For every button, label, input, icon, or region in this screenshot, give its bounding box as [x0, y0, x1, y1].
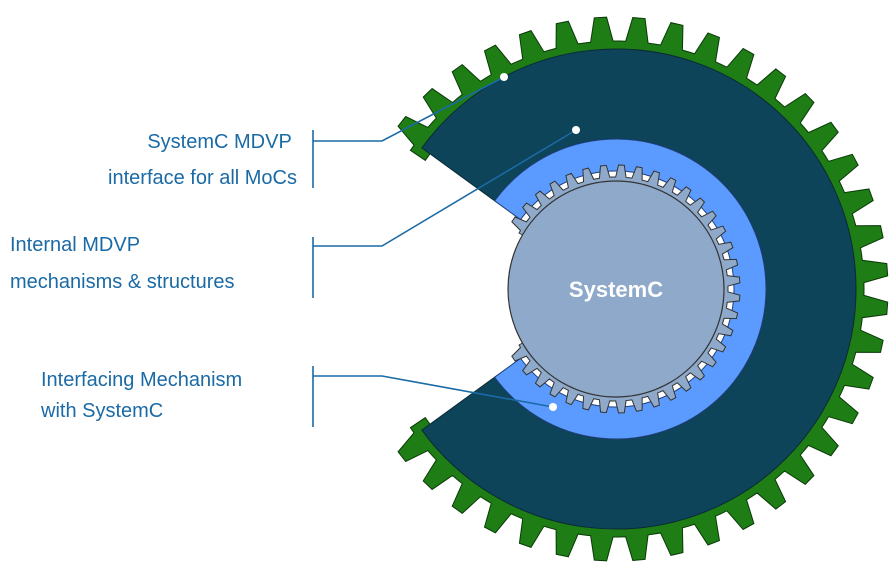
systemc-core-label: SystemC	[569, 277, 663, 302]
systemc-core	[507, 180, 725, 398]
callout-label-line: with SystemC	[40, 400, 163, 422]
callout-mdvp-interface: SystemC MDVP interface for all MoCs	[108, 73, 508, 189]
svg-text:Interfacing Mechanism wi: Interfacing Mechanism with SystemC	[40, 369, 248, 422]
callout-internal-mechanisms: Internal MDVP mechanisms & structures	[10, 126, 580, 298]
svg-text:Internal MDVP mechanisms: Internal MDVP mechanisms & structures	[10, 234, 235, 293]
callout-label-line: SystemC MDVP	[147, 131, 291, 153]
callout-interfacing-mechanism: Interfacing Mechanism with SystemC	[40, 366, 557, 427]
svg-text:SystemC MDVP interface f: SystemC MDVP interface for all MoCs	[108, 131, 297, 189]
callout-label-line: interface for all MoCs	[108, 167, 297, 189]
callout-leader	[313, 76, 505, 142]
callout-leader	[313, 129, 577, 247]
callout-pointer-dot	[549, 403, 557, 411]
callout-label-line: mechanisms & structures	[10, 271, 235, 293]
callout-label-line: Internal MDVP	[10, 234, 140, 256]
gear-assembly	[397, 16, 889, 562]
callout-pointer-dot	[500, 73, 508, 81]
callout-pointer-dot	[572, 126, 580, 134]
callout-label-line: Interfacing Mechanism	[41, 369, 242, 391]
callout-leader	[313, 375, 554, 408]
